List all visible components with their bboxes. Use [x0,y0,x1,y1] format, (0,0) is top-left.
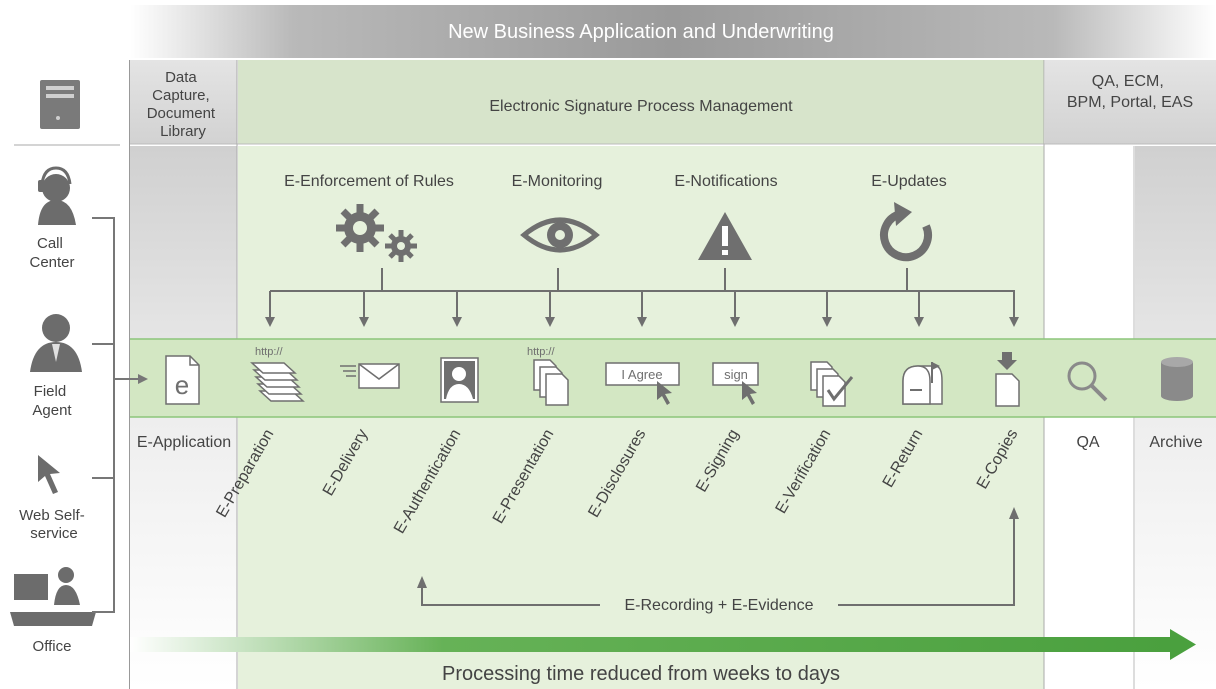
control-connectors [269,268,1015,318]
e-application-label: E-Application [137,434,231,451]
qa-section: QA [1067,361,1108,451]
qa-stack-column-title: QA, ECM, BPM, Portal, EAS [1067,73,1193,111]
recording-evidence-label: E-Recording + E-Evidence [625,597,814,614]
header-title: New Business Application and Underwritin… [448,21,834,43]
archive-label: Archive [1149,434,1202,451]
controls-row: E-Enforcement of Rules E-Monitoring E-No… [284,173,947,262]
gears-icon [336,204,417,262]
svg-text:I Agree: I Agree [621,367,662,382]
eye-icon [520,217,600,253]
e-document-icon: e [165,355,200,405]
qa-label: QA [1076,434,1099,451]
connector-arrowhead [822,317,832,327]
process-step-icons: http:// [250,346,1020,407]
connector-arrowhead [359,317,369,327]
esignature-column-title: Electronic Signature Process Management [489,98,793,115]
connector-arrowheads [265,317,1019,327]
i-agree-button-icon: I Agree [605,362,680,405]
documents-stack-icon: http:// [250,346,305,402]
checked-documents-icon [810,361,854,407]
timeline-arrow: Processing time reduced from weeks to da… [130,629,1196,685]
column-headers: Data Capture, Document Library Electroni… [130,60,1216,144]
connector-arrowhead [1009,317,1019,327]
connector-arrowhead [637,317,647,327]
svg-text:e: e [175,370,189,400]
sign-button-icon: sign [712,362,759,405]
header-bar: New Business Application and Underwritin… [130,5,1216,58]
connector-arrowhead [265,317,275,327]
warning-icon [698,212,752,260]
mailbox-icon [902,362,943,405]
channels-column: Call Center Field Agent Web Self- servic… [10,80,148,655]
control-enforcement-label: E-Enforcement of Rules [284,173,454,190]
archive-section: Archive [1149,357,1203,451]
server-icon [40,80,80,129]
channel-office-label: Office [33,638,72,655]
connector-arrowhead [452,317,462,327]
pages-icon: http:// [527,346,569,406]
timeline-label: Processing time reduced from weeks to da… [442,663,840,685]
control-updates-label: E-Updates [871,173,947,190]
channels-bracket [92,217,148,613]
channel-web-self-service-label: Web Self- service [19,507,89,542]
capture-column-title: Data Capture, Document Library [147,69,220,140]
e-application: e E-Application [137,355,231,451]
connector-arrowhead [914,317,924,327]
envelope-icon [340,363,400,389]
channel-field-agent-label: Field Agent [32,383,72,419]
magnifier-icon [1067,361,1108,402]
control-notifications-label: E-Notifications [674,173,777,190]
svg-text:sign: sign [724,367,748,382]
headset-agent-icon [38,166,76,225]
download-document-icon [995,352,1020,407]
recording-evidence: E-Recording + E-Evidence [417,507,1019,614]
cursor-icon [38,455,60,494]
office-desk-icon [10,567,96,626]
connector-arrowhead [545,317,555,327]
svg-text:http://: http:// [527,346,555,358]
id-portrait-icon [440,357,479,403]
svg-text:http://: http:// [255,346,283,358]
refresh-icon [880,202,932,262]
channel-call-center-label: Call Center [29,235,74,271]
agent-icon [30,314,82,372]
control-monitoring-label: E-Monitoring [512,173,603,190]
connector-arrowhead [730,317,740,327]
database-icon [1161,357,1193,401]
